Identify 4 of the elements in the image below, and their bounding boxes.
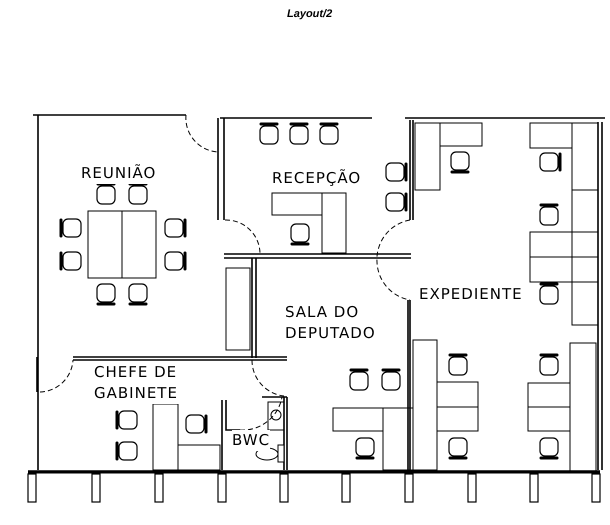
title: Layout/2 xyxy=(287,7,332,22)
room-label: RECEPÇÃO xyxy=(272,168,362,189)
room-label: BWC xyxy=(232,430,270,451)
room-label: REUNIÃO xyxy=(81,163,156,184)
